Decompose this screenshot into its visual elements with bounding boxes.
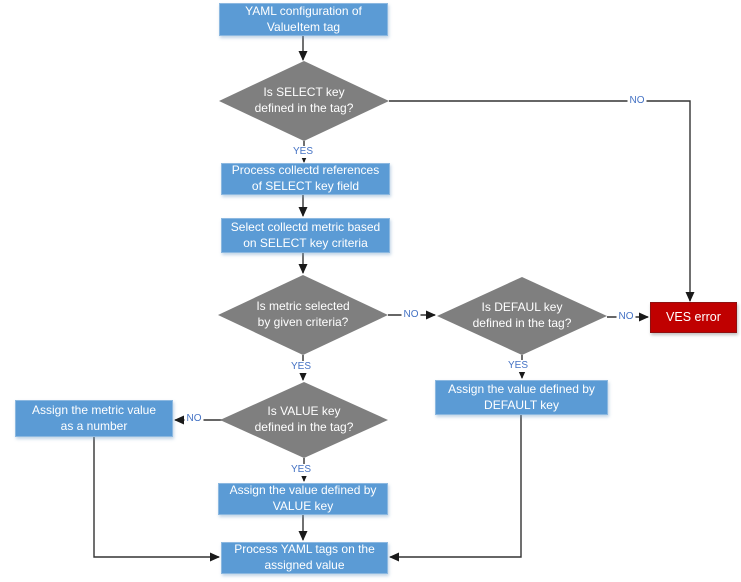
- node-assign-value: Assign the value defined by VALUE key: [218, 483, 388, 515]
- edge-label-no-metric: NO: [401, 309, 421, 321]
- edge-label-no-default: NO: [616, 311, 636, 323]
- node-process-references: Process collectd references of SELECT ke…: [221, 163, 390, 195]
- edge-label-no-value: NO: [184, 413, 204, 425]
- node-assign-metric-value: Assign the metric value as a number: [15, 400, 173, 437]
- node-assign-default: Assign the value defined by DEFAULT key: [435, 380, 608, 415]
- edge-label-yes-default: YES: [505, 360, 531, 372]
- edge-label-yes-select: YES: [290, 146, 316, 158]
- node-start: YAML configuration of ValueItem tag: [219, 3, 388, 36]
- edge-label-no-select: NO: [627, 95, 647, 107]
- node-ves-error: VES error: [650, 302, 737, 333]
- edge-label-yes-value: YES: [288, 464, 314, 476]
- edge-label-yes-metric: YES: [288, 361, 314, 373]
- node-process-yaml-tags: Process YAML tags on the assigned value: [221, 542, 388, 574]
- node-select-metric: Select collectd metric based on SELECT k…: [221, 218, 390, 253]
